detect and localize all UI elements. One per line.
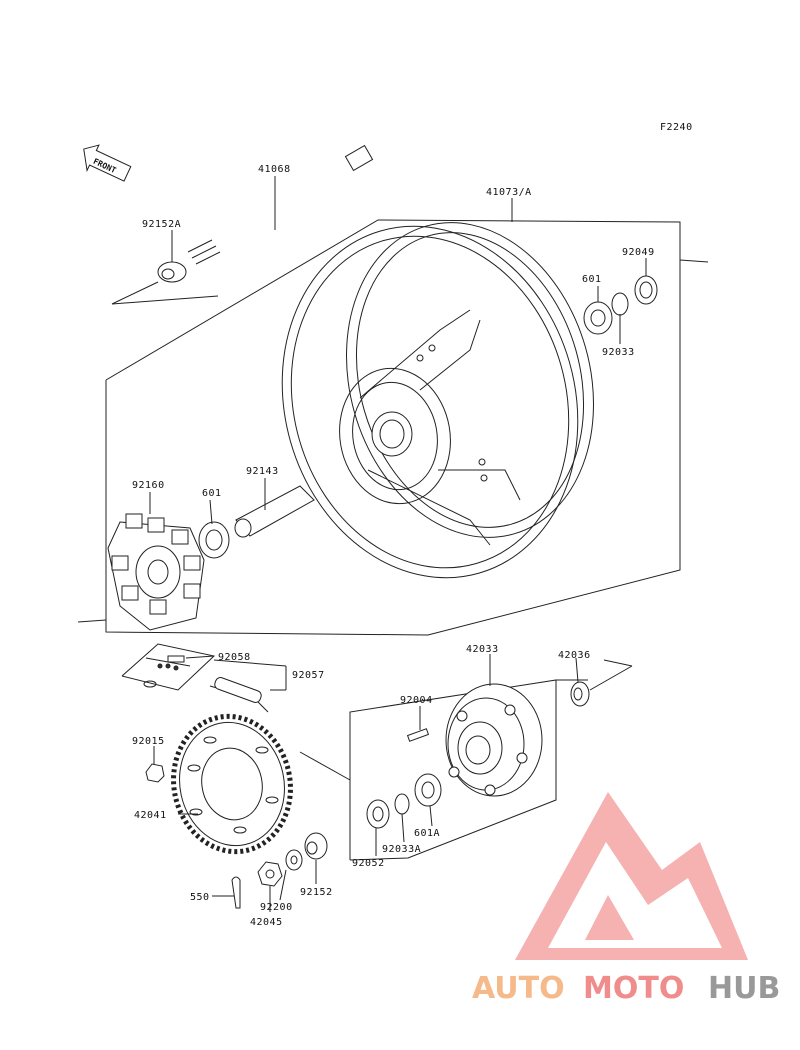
nut-42045 xyxy=(257,861,283,912)
label-92160[interactable]: 92160 xyxy=(132,480,165,491)
label-92152A[interactable]: 92152A xyxy=(142,219,181,230)
label-41068[interactable]: 41068 xyxy=(258,164,291,175)
label-92057[interactable]: 92057 xyxy=(292,670,325,681)
drive-chain-92057 xyxy=(209,659,287,713)
label-92152[interactable]: 92152 xyxy=(300,887,333,898)
damper-92160 xyxy=(107,492,205,631)
seal-92052 xyxy=(366,799,390,856)
collar-92152 xyxy=(304,832,328,884)
bearing-601-upper xyxy=(583,286,613,335)
label-92058[interactable]: 92058 xyxy=(218,652,251,663)
seal-92049 xyxy=(634,258,658,305)
stud-92004 xyxy=(406,706,430,742)
label-92049[interactable]: 92049 xyxy=(622,247,655,258)
label-92200[interactable]: 92200 xyxy=(260,902,293,913)
label-42041[interactable]: 42041 xyxy=(134,810,167,821)
label-601-left[interactable]: 601 xyxy=(202,488,222,499)
label-550[interactable]: 550 xyxy=(190,892,210,903)
washer-92200 xyxy=(279,849,303,901)
leader-lines xyxy=(171,176,513,781)
label-42033[interactable]: 42033 xyxy=(466,644,499,655)
label-42036[interactable]: 42036 xyxy=(558,650,591,661)
wheel-frame xyxy=(77,219,709,636)
label-92015[interactable]: 92015 xyxy=(132,736,165,747)
watermark-text-hub: HUB xyxy=(708,971,780,1006)
collar-42036 xyxy=(570,657,633,707)
circlip-92033A xyxy=(394,793,410,843)
label-92033A[interactable]: 92033A xyxy=(382,844,421,855)
label-92004[interactable]: 92004 xyxy=(400,695,433,706)
collar-92152A xyxy=(111,261,219,305)
front-arrow: FRONT xyxy=(83,144,132,182)
spacer-92143 xyxy=(234,478,315,538)
circlip-92033 xyxy=(611,292,629,344)
part-labels: 41068 41073/A 92152A 92049 601 92033 921… xyxy=(132,164,655,928)
chain-joint-92058 xyxy=(121,643,216,691)
cotter-pin-550 xyxy=(212,876,241,909)
rear-rim-41073 xyxy=(281,222,594,579)
label-92033[interactable]: 92033 xyxy=(602,347,635,358)
label-601A[interactable]: 601A xyxy=(414,828,440,839)
label-41073[interactable]: 41073/A xyxy=(486,187,532,198)
watermark-text-auto: AUTO xyxy=(472,971,565,1006)
bearing-601-left xyxy=(198,499,230,559)
watermark-text-moto: MOTO xyxy=(583,971,684,1006)
label-92143[interactable]: 92143 xyxy=(246,466,279,477)
diagram-code: F2240 xyxy=(660,122,693,133)
coupling-42033 xyxy=(445,654,543,797)
nut-92015 xyxy=(145,746,165,783)
hub-frame xyxy=(349,679,588,861)
sprocket-42041 xyxy=(171,713,293,855)
bearing-601A xyxy=(414,773,442,827)
label-92052[interactable]: 92052 xyxy=(352,858,385,869)
label-601-upper[interactable]: 601 xyxy=(582,274,602,285)
label-42045[interactable]: 42045 xyxy=(250,917,283,928)
watermark-logo: AUTO MOTO HUB xyxy=(472,792,780,1006)
